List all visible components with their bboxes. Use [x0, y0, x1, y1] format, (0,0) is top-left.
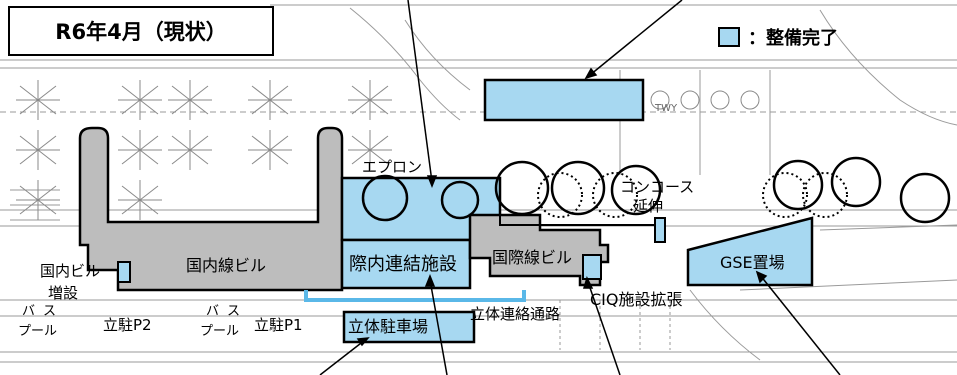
intl-connection-facility: [340, 238, 472, 290]
bus-pool-mid-label: バス: [206, 304, 249, 319]
legend-label: ：整備完了: [748, 28, 838, 49]
concourse-extension-block: [654, 217, 666, 243]
dotted-stand-circles: [537, 172, 848, 218]
intl-connection-label: 際内連結施設: [349, 254, 457, 275]
bus-pool-mid-label-2: プール: [200, 324, 240, 339]
connecting-passage: [304, 290, 526, 302]
pointer-arrows: [319, 0, 841, 375]
gse-label: GSE置場: [720, 253, 785, 272]
intl-terminal-label: 国際線ビル: [492, 248, 573, 267]
aircraft-parking-spots: [16, 80, 760, 220]
bus-pool-left-label: バス: [22, 304, 65, 319]
domestic-terminal-label: 国内線ビル: [186, 256, 267, 275]
twy-label: TWY: [655, 103, 678, 114]
ciq-expansion-label: CIQ施設拡張: [590, 290, 683, 309]
domestic-ext-label-2: 増設: [48, 284, 79, 302]
concourse-label: コンコース: [620, 178, 695, 196]
page-title: R6年4月（現状）: [8, 6, 274, 56]
domestic-terminal-building: [78, 126, 344, 292]
domestic-ext-block: [117, 261, 131, 283]
parking-p2-label: 立駐P2: [103, 316, 152, 334]
apron-label: エプロン: [362, 158, 423, 176]
bus-pool-left-label-2: プール: [18, 324, 58, 339]
multilevel-parking: [342, 310, 476, 344]
connecting-passage-label: 立体連絡通路: [470, 305, 561, 323]
gse-area: [686, 216, 814, 287]
parking-p1-label: 立駐P1: [254, 316, 303, 334]
domestic-ext-label: 国内ビル: [40, 262, 101, 280]
ciq-expansion-block: [582, 254, 602, 280]
new-stand-circles: [361, 156, 951, 224]
concourse-label-2: 延伸: [633, 197, 664, 215]
apron-completed-area: [483, 78, 645, 122]
multilevel-parking-label: 立体駐車場: [348, 317, 429, 336]
legend: ：整備完了: [718, 24, 838, 50]
legend-swatch: [718, 27, 740, 47]
